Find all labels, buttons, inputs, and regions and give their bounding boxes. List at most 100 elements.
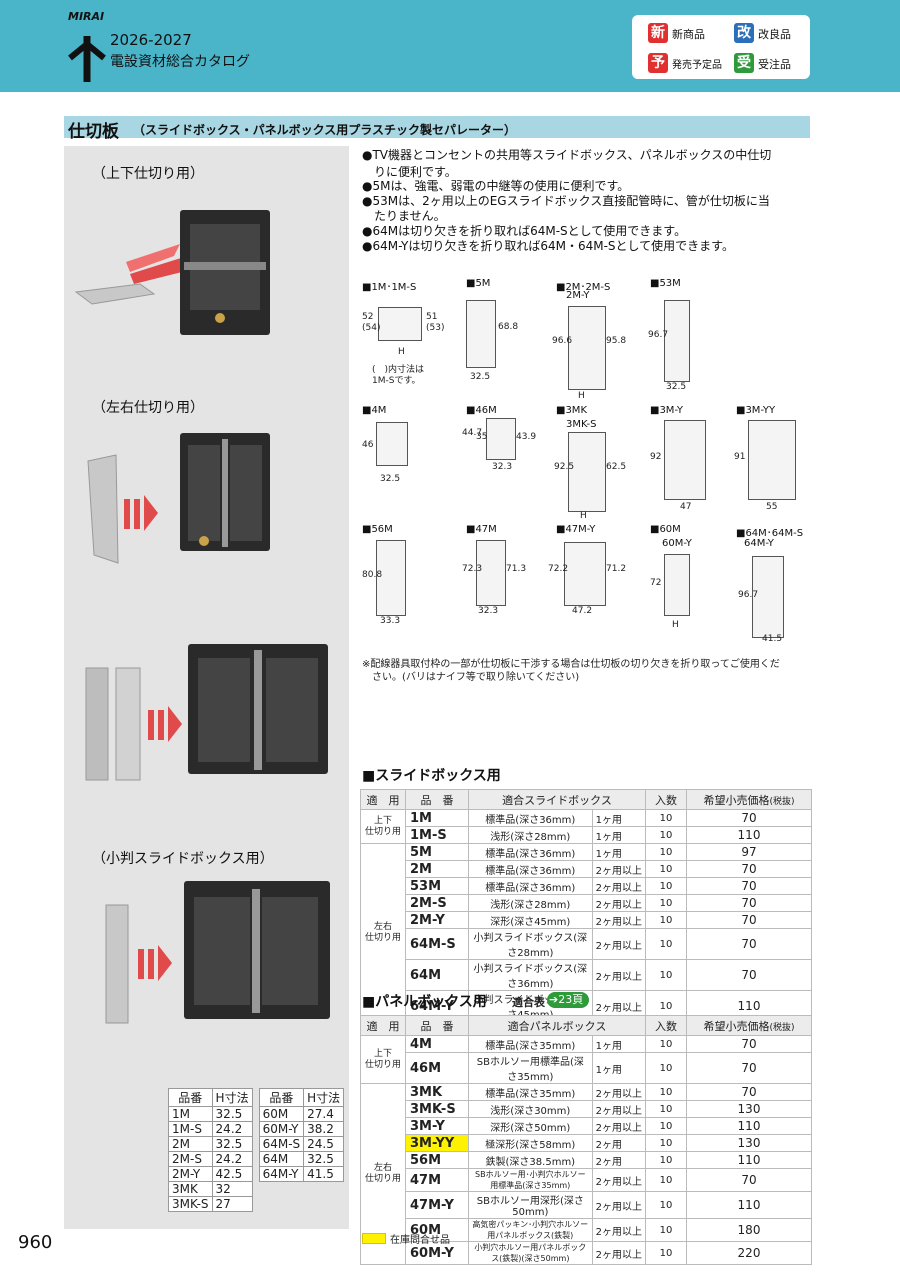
quantity: 10 xyxy=(645,1191,687,1219)
col-header: 入数 xyxy=(645,789,687,810)
description: SBホルソー用･小判穴ホルソー用標準品(深さ35mm) xyxy=(468,1168,593,1192)
quantity: 10 xyxy=(645,928,687,960)
description: 標準品(深さ36mm) xyxy=(468,809,593,827)
h-table-cell: 1M xyxy=(168,1106,213,1122)
h-table-cell: 32.5 xyxy=(303,1151,345,1167)
gang-count: 1ヶ用 xyxy=(591,1052,647,1084)
diagram-3mk xyxy=(568,432,606,512)
part-number: 2M-Y xyxy=(405,911,469,929)
quantity: 10 xyxy=(645,1083,687,1101)
dim-label: 91 xyxy=(734,452,746,462)
quantity: 10 xyxy=(645,1151,687,1169)
h-table-cell: 2M xyxy=(168,1136,213,1152)
quantity: 10 xyxy=(645,1052,687,1084)
diagram-label-5m: ■5M xyxy=(466,278,491,289)
section-subtitle: （スライドボックス・パネルボックス用プラスチック製セパレーター） xyxy=(133,123,517,137)
description: 深形(深さ45mm) xyxy=(468,911,593,929)
dim-label: 72.2 xyxy=(548,564,569,574)
part-number: 64M xyxy=(405,959,469,991)
usage-text: 仕切り用 xyxy=(364,826,401,837)
h-table-gap xyxy=(252,1122,259,1137)
col-header-price: 希望小売価格(税抜) xyxy=(686,789,812,810)
dim-label: 80.8 xyxy=(362,570,383,580)
price: 70 xyxy=(686,894,812,912)
description: 標準品(深さ36mm) xyxy=(468,860,593,878)
gang-count: 2ヶ用以上 xyxy=(591,1241,647,1265)
quantity: 10 xyxy=(645,959,687,991)
diagram-note: ( )内寸法は xyxy=(372,365,425,375)
feature-bullet: ●53Mは、2ヶ用以上のEGスライドボックス直接配管時に、管が仕切板に当 xyxy=(362,194,770,208)
usage-text: 仕切り用 xyxy=(364,932,401,943)
h-table-cell: 2M-S xyxy=(168,1151,213,1167)
h-table-gap xyxy=(252,1167,259,1182)
part-number: 47M xyxy=(405,1168,469,1192)
price: 70 xyxy=(686,860,812,878)
description: 標準品(深さ35mm) xyxy=(468,1083,593,1101)
photo-vertical-divider xyxy=(74,210,270,335)
part-number: 60M xyxy=(405,1218,469,1242)
page-number: 960 xyxy=(18,1232,53,1253)
arrow-right-icon: ➔ xyxy=(549,993,559,1006)
gang-count: 1ヶ用 xyxy=(591,1035,647,1053)
part-number: 46M xyxy=(405,1052,469,1084)
price: 70 xyxy=(686,877,812,895)
price: 97 xyxy=(686,843,812,861)
diagram-46m xyxy=(486,418,516,460)
legend-label-improved: 改良品 xyxy=(758,28,791,41)
h-table-cell: 32.5 xyxy=(211,1106,253,1122)
description: 高気密パッキン･小判穴ホルソー用パネルボックス(鉄製) xyxy=(468,1218,593,1242)
dim-label: 95.8 xyxy=(606,336,627,346)
gang-count: 2ヶ用以上 xyxy=(591,928,647,960)
h-table-cell: 27 xyxy=(211,1196,253,1212)
gang-count: 2ヶ用 xyxy=(591,1134,647,1152)
quantity: 10 xyxy=(645,1241,687,1265)
diagram-label-60m: ■60M xyxy=(650,524,681,535)
quantity: 10 xyxy=(645,860,687,878)
gang-count: 2ヶ用以上 xyxy=(591,1218,647,1242)
slide-box-table-title: ■スライドボックス用 xyxy=(362,768,501,784)
usage-text: 左右 xyxy=(373,921,392,932)
improved-product-icon: 改 xyxy=(734,23,754,43)
section-title-bar xyxy=(64,116,810,138)
planned-product-icon: 予 xyxy=(648,53,668,73)
h-table-gap xyxy=(252,1182,259,1197)
dim-label: H xyxy=(580,511,587,521)
part-number: 2M-S xyxy=(405,894,469,912)
part-number-stock-inquiry: 3M-YY xyxy=(405,1134,469,1152)
price: 130 xyxy=(686,1100,812,1118)
brand-name: MIRAI xyxy=(68,10,105,23)
part-number: 2M xyxy=(405,860,469,878)
feature-bullet: りに便利です。 xyxy=(362,165,457,179)
gang-count: 2ヶ用以上 xyxy=(591,1083,647,1101)
quantity: 10 xyxy=(645,1100,687,1118)
price: 70 xyxy=(686,1052,812,1084)
panel-box-table: 適 用 品 番 適合パネルボックス 入数 希望小売価格(税抜) 上下仕切り用 4… xyxy=(360,1015,812,1265)
col-header: 希望小売価格 xyxy=(703,1019,770,1033)
diagram-label-64m-y: 64M-Y xyxy=(744,538,774,549)
dim-label: 44.7 xyxy=(462,428,483,438)
photo-panel-box-divider xyxy=(85,644,328,781)
h-table-cell: 32 xyxy=(211,1181,253,1197)
col-header: 適 用 xyxy=(360,789,406,810)
diagram-60m xyxy=(664,554,690,616)
col-header: 適合パネルボックス xyxy=(468,1015,646,1036)
diagram-47m-y xyxy=(564,542,606,606)
dim-label: 96.6 xyxy=(552,336,573,346)
caption-oval-slide-box: （小判スライドボックス用） xyxy=(92,851,274,867)
col-header: 適 用 xyxy=(360,1015,406,1036)
dim-label: 32.5 xyxy=(666,382,687,392)
h-table-cell: 3MK-S xyxy=(168,1196,213,1212)
description: 小判穴ホルソー用パネルボックス(鉄製)(深さ50mm) xyxy=(468,1241,593,1265)
gang-count: 2ヶ用以上 xyxy=(591,877,647,895)
description: 深形(深さ50mm) xyxy=(468,1117,593,1135)
h-table-cell: 2M-Y xyxy=(168,1166,213,1182)
h-table-empty xyxy=(304,1182,344,1197)
price: 180 xyxy=(686,1218,812,1242)
compat-page-ref: 23頁 xyxy=(558,993,584,1006)
diagram-label-2m-y: 2M-Y xyxy=(566,290,590,301)
gang-count: 2ヶ用以上 xyxy=(591,1168,647,1192)
gang-count: 2ヶ用以上 xyxy=(591,1117,647,1135)
h-table-gap xyxy=(252,1107,259,1122)
compat-page-link[interactable]: ➔23頁 xyxy=(547,992,590,1008)
diagram-label-4m: ■4M xyxy=(362,405,387,416)
